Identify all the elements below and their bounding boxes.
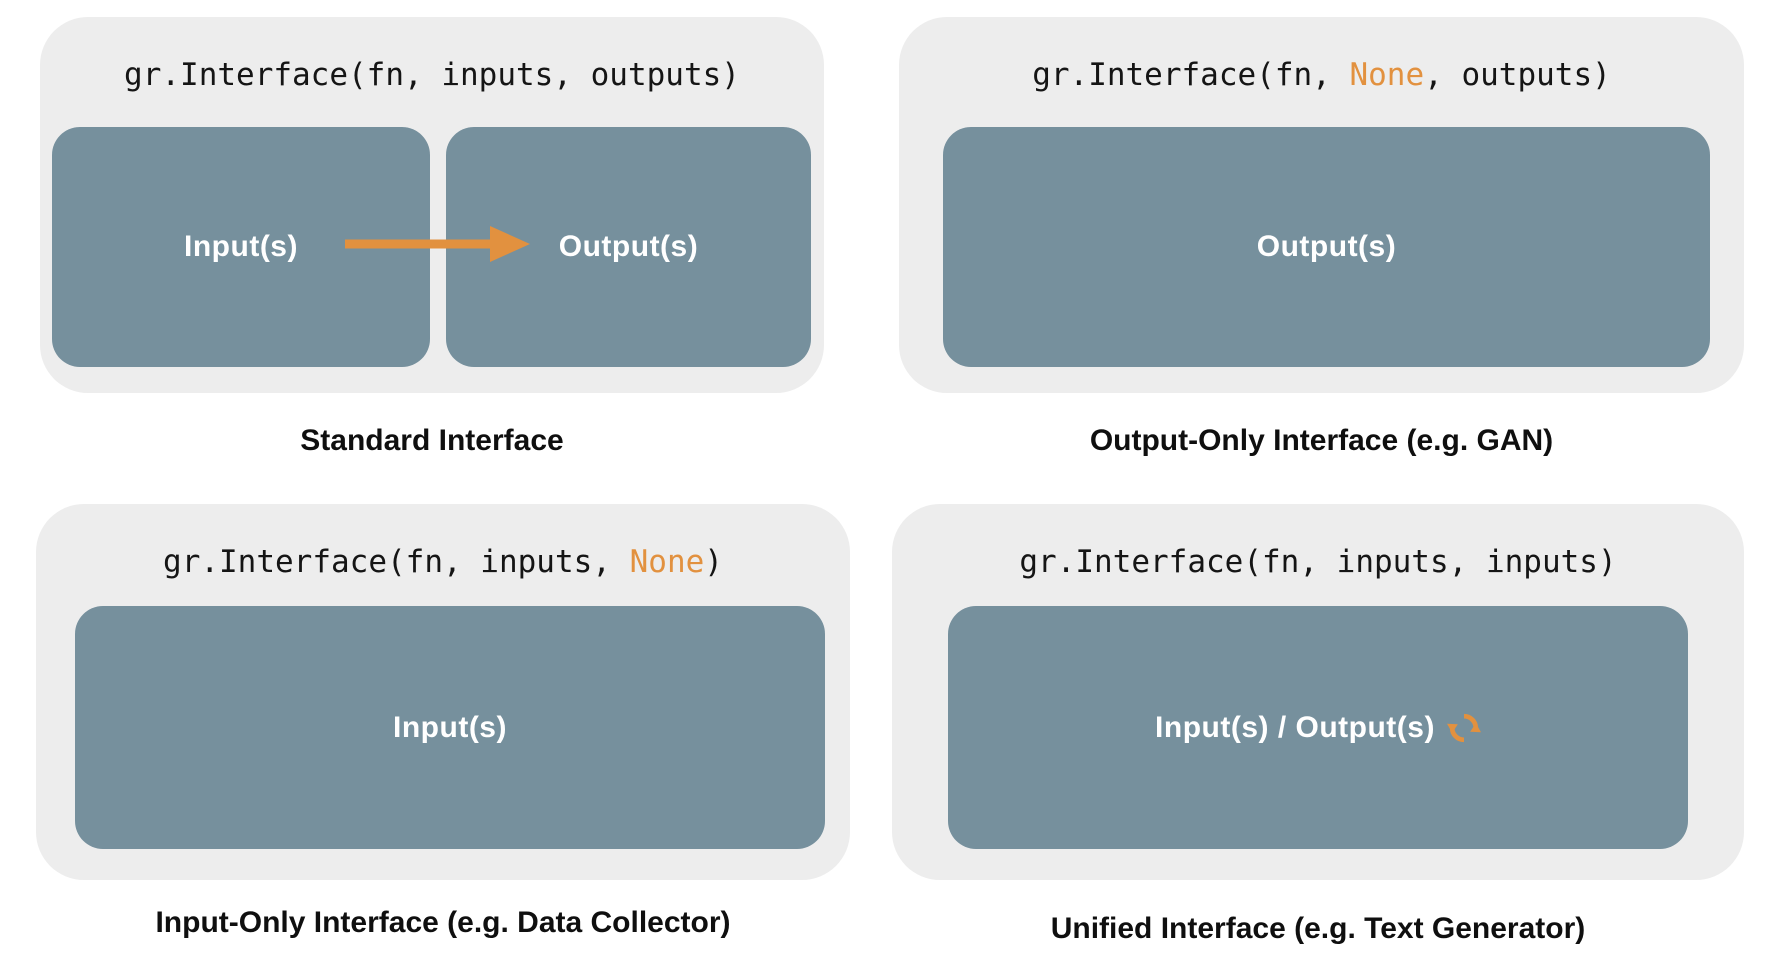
code-text: , outputs) bbox=[1424, 57, 1611, 93]
code-line-unified: gr.Interface(fn, inputs, inputs) bbox=[892, 542, 1744, 582]
code-highlight-none: None bbox=[629, 544, 705, 580]
panel-output-only-interface: gr.Interface(fn, None, outputs) Output(s… bbox=[899, 17, 1744, 393]
input-box: Input(s) bbox=[75, 606, 825, 849]
input-output-box: Input(s) / Output(s) bbox=[948, 606, 1688, 849]
code-line-output-only: gr.Interface(fn, None, outputs) bbox=[899, 55, 1744, 95]
input-output-box-label: Input(s) / Output(s) bbox=[1155, 710, 1435, 744]
code-text: gr.Interface(fn, inputs, outputs) bbox=[124, 57, 740, 93]
panel-unified-interface: gr.Interface(fn, inputs, inputs) Input(s… bbox=[892, 504, 1744, 880]
input-box-label: Input(s) bbox=[393, 710, 507, 744]
code-line-standard: gr.Interface(fn, inputs, outputs) bbox=[40, 55, 824, 95]
caption-unified-interface: Unified Interface (e.g. Text Generator) bbox=[1050, 912, 1586, 945]
code-text: ) bbox=[704, 544, 723, 580]
code-text: gr.Interface(fn, inputs, bbox=[163, 544, 630, 580]
code-line-input-only: gr.Interface(fn, inputs, None) bbox=[36, 542, 850, 582]
caption-standard-interface: Standard Interface bbox=[300, 424, 564, 457]
input-box-label: Input(s) bbox=[184, 230, 298, 263]
code-highlight-none: None bbox=[1349, 57, 1425, 93]
panel-standard-interface: gr.Interface(fn, inputs, outputs) Input(… bbox=[40, 17, 824, 393]
code-text: gr.Interface(fn, inputs, inputs) bbox=[1019, 544, 1617, 580]
caption-input-only-interface: Input-Only Interface (e.g. Data Collecto… bbox=[155, 906, 731, 939]
output-box: Output(s) bbox=[943, 127, 1710, 367]
output-box-label: Output(s) bbox=[558, 230, 699, 263]
right-arrow-icon bbox=[345, 226, 530, 262]
caption-output-only-interface: Output-Only Interface (e.g. GAN) bbox=[1089, 424, 1554, 457]
panel-input-only-interface: gr.Interface(fn, inputs, None) Input(s) bbox=[36, 504, 850, 880]
code-text: gr.Interface(fn, bbox=[1032, 57, 1350, 93]
sync-refresh-icon bbox=[1446, 713, 1481, 742]
output-box-label: Output(s) bbox=[1256, 230, 1397, 263]
